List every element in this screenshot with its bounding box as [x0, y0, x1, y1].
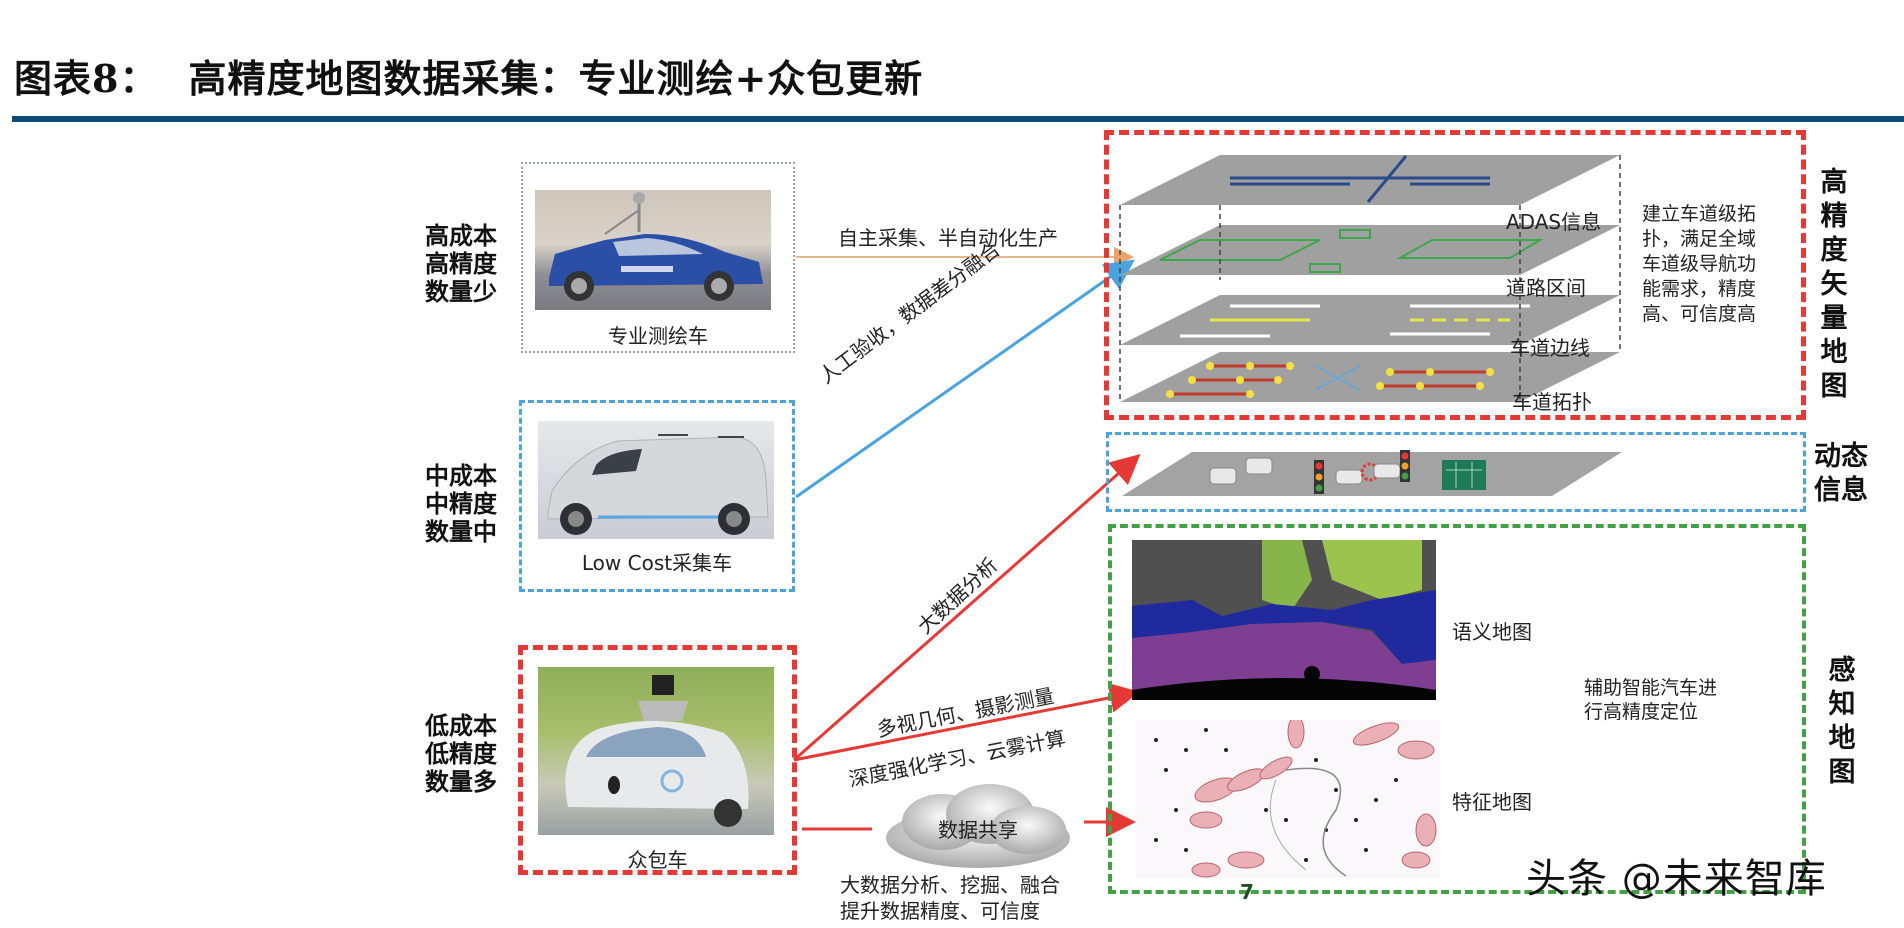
- dynamic-info-section: [1106, 432, 1806, 512]
- cloud-label: 数据共享: [938, 818, 1018, 842]
- tier-line: 中成本: [425, 462, 497, 490]
- survey-car-icon: [549, 192, 763, 301]
- crowdsourced-vehicle-card: 众包车: [518, 645, 797, 875]
- tier-line: 低精度: [425, 740, 497, 768]
- side-title-char: 地: [1820, 337, 1848, 368]
- tier-line: 数量多: [425, 768, 497, 796]
- side-title-char: 图: [1828, 757, 1856, 788]
- desc-line: 行高精度定位: [1584, 701, 1699, 723]
- side-title-line: 信息: [1814, 475, 1868, 506]
- self-driving-car-photo-icon: [538, 667, 774, 835]
- tier-label-low: 低成本 低精度 数量多: [420, 712, 502, 796]
- layer-label-lane-topology: 车道拓扑: [1512, 390, 1592, 414]
- semantic-map-image: [1132, 540, 1436, 700]
- survey-car-caption: 专业测绘车: [608, 324, 708, 348]
- figure-number: 图表8：: [14, 56, 159, 101]
- survey-car-photo-icon: [535, 190, 771, 310]
- van-icon: [547, 434, 769, 535]
- hd-vector-map-section: [1104, 130, 1806, 420]
- tier-label-medium: 中成本 中精度 数量中: [420, 462, 502, 546]
- van-photo-icon: [538, 421, 774, 539]
- side-title-char: 知: [1828, 689, 1856, 720]
- feature-map-label: 特征地图: [1452, 790, 1532, 814]
- hd-map-description: 建立车道级拓 扑，满足全域 车道级导航功 能需求，精度 高、可信度高: [1642, 202, 1756, 327]
- hd-map-side-title: 高 精 度 矢 量 地 图: [1814, 166, 1854, 404]
- cloud-icon: [886, 784, 1070, 868]
- figure-title-text: 高精度地图数据采集：专业测绘+众包更新: [188, 56, 924, 101]
- cloud-caption-line: 大数据分析、挖掘、融合: [840, 873, 1060, 897]
- self-driving-car-icon: [565, 675, 749, 827]
- side-title-char: 图: [1820, 371, 1848, 402]
- tier-line: 高成本: [425, 222, 497, 250]
- side-title-char: 精: [1820, 201, 1848, 232]
- tier-line: 数量中: [425, 518, 497, 546]
- feature-map-image: [1136, 715, 1440, 878]
- edge-label-survey: 自主采集、半自动化生产: [838, 226, 1058, 250]
- layer-label-adas: ADAS信息: [1506, 210, 1602, 234]
- side-title-line: 动态: [1814, 441, 1868, 472]
- side-title-char: 感: [1828, 655, 1856, 686]
- side-title-char: 地: [1828, 723, 1856, 754]
- dynamic-info-side-title: 动态 信息: [1806, 440, 1876, 508]
- cloud-caption-line: 提升数据精度、可信度: [840, 899, 1040, 923]
- desc-line: 车道级导航功: [1642, 253, 1757, 275]
- page-marker: 7: [1240, 880, 1254, 904]
- tier-line: 高精度: [425, 250, 497, 278]
- title-rule: [12, 116, 1904, 122]
- watermark: 头条 @未来智库: [1526, 856, 1827, 902]
- tier-label-high: 高成本 高精度 数量少: [420, 222, 502, 306]
- tier-line: 低成本: [425, 712, 497, 740]
- desc-line: 能需求，精度: [1642, 278, 1757, 300]
- desc-line: 建立车道级拓: [1642, 203, 1757, 225]
- side-title-char: 高: [1820, 167, 1848, 198]
- lowcost-vehicle-card: Low Cost采集车: [519, 400, 795, 592]
- semantic-map-label: 语义地图: [1452, 620, 1532, 644]
- desc-line: 扑，满足全域: [1642, 228, 1757, 250]
- layer-label-road-section: 道路区间: [1506, 276, 1586, 300]
- side-title-char: 量: [1820, 303, 1848, 334]
- perception-map-section: [1108, 524, 1806, 894]
- figure-title: 图表8： 高精度地图数据采集：专业测绘+众包更新: [14, 48, 923, 103]
- data-sharing-cloud: 数据共享: [878, 780, 1078, 880]
- tier-line: 数量少: [425, 278, 497, 306]
- desc-line: 高、可信度高: [1642, 303, 1757, 325]
- survey-car-card: 专业测绘车: [521, 162, 795, 353]
- lowcost-vehicle-caption: Low Cost采集车: [581, 551, 733, 575]
- crowdsourced-vehicle-caption: 众包车: [627, 848, 688, 872]
- layer-label-lane-edge: 车道边线: [1510, 336, 1590, 360]
- desc-line: 辅助智能汽车进: [1584, 677, 1718, 699]
- perception-map-description: 辅助智能汽车进 行高精度定位: [1584, 676, 1717, 724]
- dynamic-info-plane: [1122, 450, 1622, 496]
- cloud-caption: 大数据分析、挖掘、融合 提升数据精度、可信度: [840, 872, 1060, 924]
- feature-map-icon: [1154, 715, 1437, 878]
- hd-map-layer-stack: [1119, 155, 1621, 402]
- side-title-char: 度: [1820, 235, 1848, 266]
- tier-line: 中精度: [425, 490, 497, 518]
- semantic-map-icon: [1132, 540, 1436, 700]
- perception-map-side-title: 感 知 地 图: [1822, 654, 1862, 790]
- side-title-char: 矢: [1820, 269, 1848, 300]
